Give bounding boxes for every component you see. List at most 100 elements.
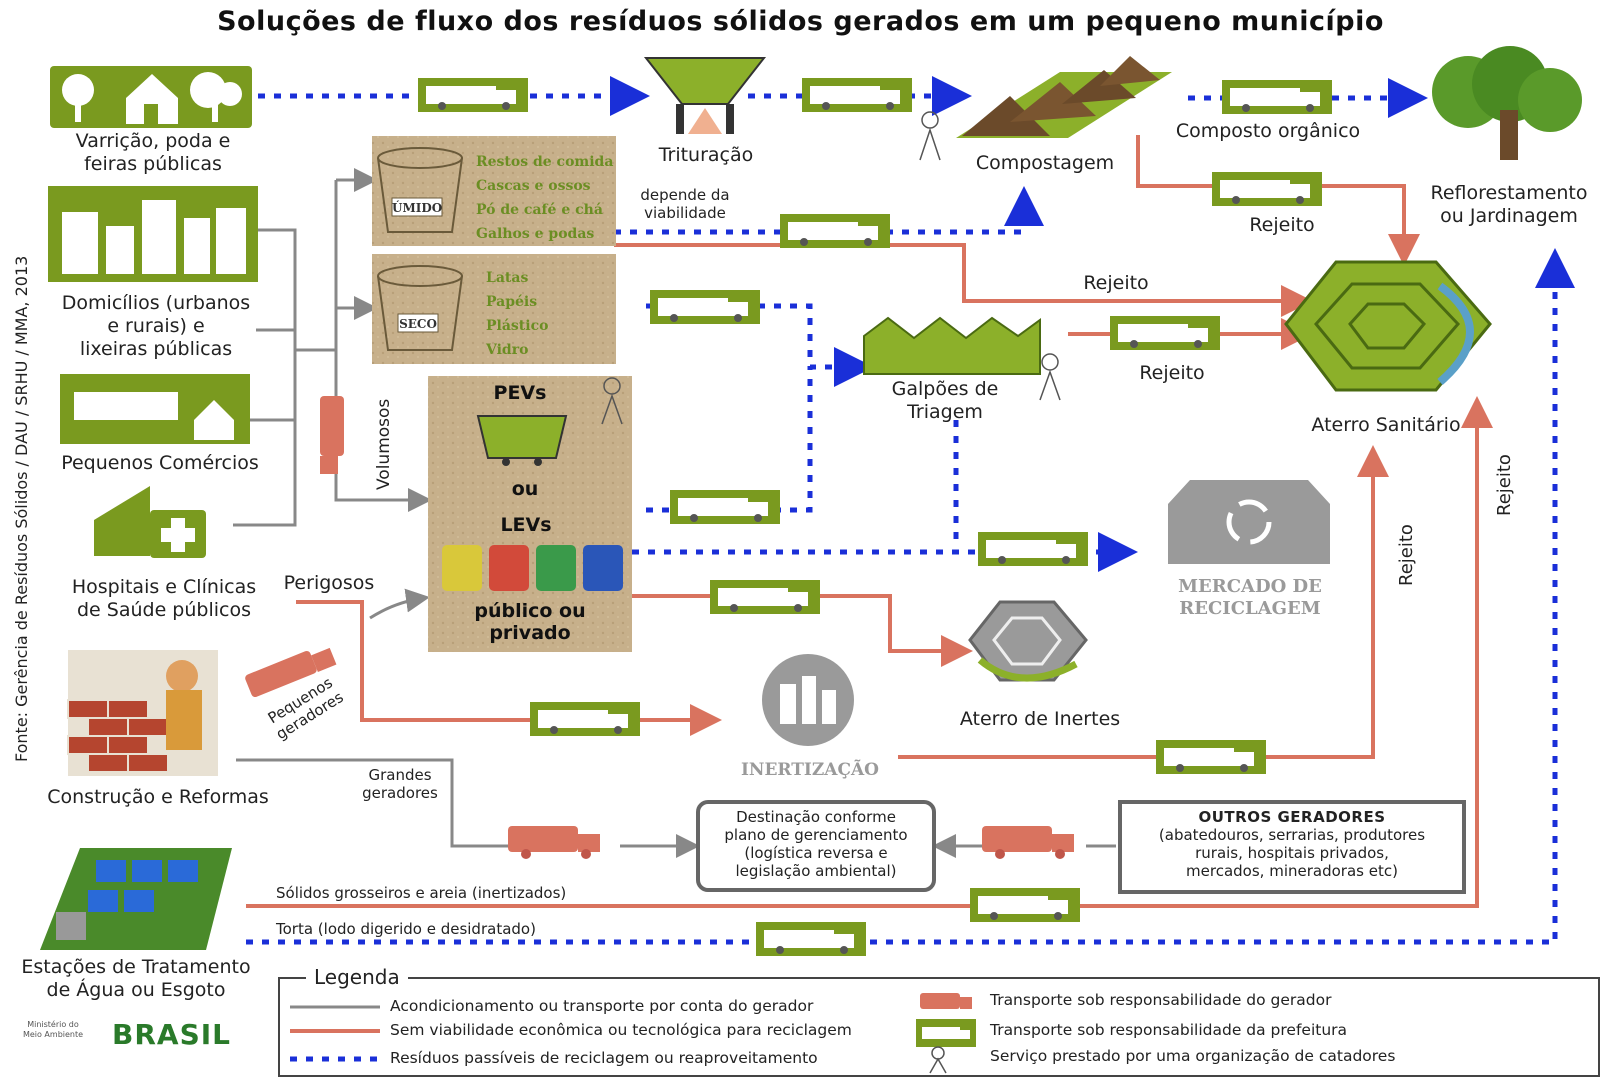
umido-items: Restos de comida Cascas e ossos Pó de ca… <box>476 150 613 246</box>
destinacao-text: Destinação conforme plano de gerenciamen… <box>724 808 908 880</box>
generator-truck-icon <box>245 647 337 698</box>
ministerio-logo: Ministério do Meio Ambiente <box>22 1020 84 1039</box>
label-torta: Torta (lodo digerido e desidratado) <box>276 920 536 938</box>
pev-ou: ou <box>511 478 539 500</box>
generator-truck-icon <box>982 826 1074 859</box>
label-rejeito-triagem: Rejeito <box>1139 362 1205 384</box>
legend-green-truck-icon <box>916 1019 976 1047</box>
label-solidos-grosseiros: Sólidos grosseiros e areia (inertizados) <box>276 884 567 902</box>
bin-item: Latas <box>486 270 529 286</box>
label-rejeito-estacoes: Rejeito <box>1494 454 1515 516</box>
pev-publico-privado: público ou privado <box>474 600 586 644</box>
source-note: Fonte: Gerência de Resíduos Sólidos / DA… <box>12 255 31 762</box>
tree-icon <box>1432 46 1582 160</box>
label-depende: depende da viabilidade <box>640 186 730 222</box>
gray-flows <box>233 168 1116 858</box>
legend: Legenda Acondicionamento ou transporte p… <box>278 965 1600 1077</box>
legend-title: Legenda <box>306 965 408 989</box>
municipal-truck-icon <box>1156 740 1266 774</box>
label-comercios: Pequenos Comércios <box>61 452 259 474</box>
generator-truck-icon <box>508 826 600 859</box>
bin-item: Plástico <box>486 318 549 334</box>
umido-bin-panel <box>372 136 616 246</box>
trituracao-icon <box>643 57 767 134</box>
label-grandes-geradores: Grandes geradores <box>362 766 438 802</box>
catador-markers <box>601 111 1061 425</box>
label-aterro-inertes: Aterro de Inertes <box>959 708 1121 730</box>
aterro-inertes-icon <box>968 600 1088 682</box>
label-compostagem: Compostagem <box>975 152 1115 174</box>
municipal-truck-icon <box>802 78 912 112</box>
catador-icon <box>1039 353 1061 401</box>
aterro-sanitario-icon <box>1284 260 1492 392</box>
bin-item: Galhos e podas <box>476 226 595 242</box>
comercios-icon <box>60 374 250 444</box>
pev-panel <box>428 376 632 652</box>
label-construcao: Construção e Reformas <box>47 786 269 808</box>
legend-swatches <box>290 993 976 1074</box>
label-hospitais: Hospitais e Clínicas de Saúde públicos <box>71 576 257 621</box>
municipal-truck-icon <box>670 490 780 524</box>
label-trituracao: Trituração <box>658 144 754 166</box>
municipal-truck-icon <box>650 290 760 324</box>
label-domicilios: Domicílios (urbanos e rurais) e lixeiras… <box>61 292 251 360</box>
legend-red-label: Sem viabilidade econômica ou tecnológica… <box>390 1021 852 1039</box>
pev-label: PEVs <box>493 382 547 404</box>
trucks-layer <box>245 78 1332 956</box>
estacoes-icon <box>40 848 232 950</box>
municipal-truck-icon <box>780 214 890 248</box>
page-title: Soluções de fluxo dos resíduos sólidos g… <box>217 6 1384 37</box>
label-varricao: Varrição, poda e feiras públicas <box>75 130 231 175</box>
bin-item: Papéis <box>486 294 538 310</box>
catador-icon <box>601 377 623 425</box>
compostagem-icon <box>956 56 1172 138</box>
hospitais-icon <box>94 486 206 558</box>
municipal-truck-icon <box>418 78 528 112</box>
varricao-icon <box>50 66 252 128</box>
bin-item: Vidro <box>486 342 529 358</box>
catador-icon <box>919 111 941 161</box>
inertizacao-icon <box>762 654 854 746</box>
municipal-truck-icon <box>530 702 640 736</box>
outros-geradores-box: OUTROS GERADORES (abatedouros, serrarias… <box>1118 800 1466 894</box>
label-rejeito-umido: Rejeito <box>1083 272 1149 294</box>
municipal-truck-icon <box>1222 80 1332 114</box>
label-reflorestamento: Reflorestamento ou Jardinagem <box>1430 182 1588 227</box>
legend-green-truck-label: Transporte sob responsabilidade da prefe… <box>990 1021 1348 1039</box>
legend-red-truck-label: Transporte sob responsabilidade do gerad… <box>990 991 1332 1009</box>
outros-title: OUTROS GERADORES <box>1198 808 1386 826</box>
label-composto: Composto orgânico <box>1175 120 1361 142</box>
municipal-truck-icon <box>1110 316 1220 350</box>
outros-body: (abatedouros, serrarias, produtores rura… <box>1158 826 1426 880</box>
municipal-truck-icon <box>756 922 866 956</box>
municipal-truck-icon <box>970 888 1080 922</box>
brasil-logo: BRASIL <box>112 1018 231 1051</box>
legend-red-truck-icon <box>920 993 972 1009</box>
seco-items: Latas Papéis Plástico Vidro <box>486 266 548 362</box>
seco-bin-panel <box>372 254 616 364</box>
mercado-reciclagem-icon <box>1168 480 1330 564</box>
municipal-truck-icon <box>710 580 820 614</box>
municipal-truck-icon <box>1212 172 1322 206</box>
label-rejeito-inertizacao: Rejeito <box>1396 524 1417 586</box>
label-perigosos: Perigosos <box>283 572 375 594</box>
legend-catador-icon <box>929 1046 947 1074</box>
domicilios-icon <box>48 186 258 282</box>
bin-item: Restos de comida <box>476 154 614 170</box>
label-galpoes: Galpões de Triagem <box>891 378 999 423</box>
label-mercado: MERCADO DE RECICLAGEM <box>1178 576 1322 619</box>
destinacao-box: Destinação conforme plano de gerenciamen… <box>696 800 936 892</box>
umido-tag: ÚMIDO <box>392 201 443 215</box>
label-inertizacao: INERTIZAÇÃO <box>740 760 879 780</box>
legend-gray-label: Acondicionamento ou transporte por conta… <box>390 997 814 1015</box>
legend-blue-label: Resíduos passíveis de reciclagem ou reap… <box>390 1049 818 1067</box>
label-volumosos: Volumosos <box>374 398 394 490</box>
construcao-icon <box>67 650 218 776</box>
label-aterro-sanitario: Aterro Sanitário <box>1311 414 1461 436</box>
label-rejeito-compostagem: Rejeito <box>1249 214 1315 236</box>
municipal-truck-icon <box>978 532 1088 566</box>
label-estacoes: Estações de Tratamento de Água ou Esgoto <box>21 956 251 1001</box>
bin-item: Cascas e ossos <box>476 178 591 194</box>
